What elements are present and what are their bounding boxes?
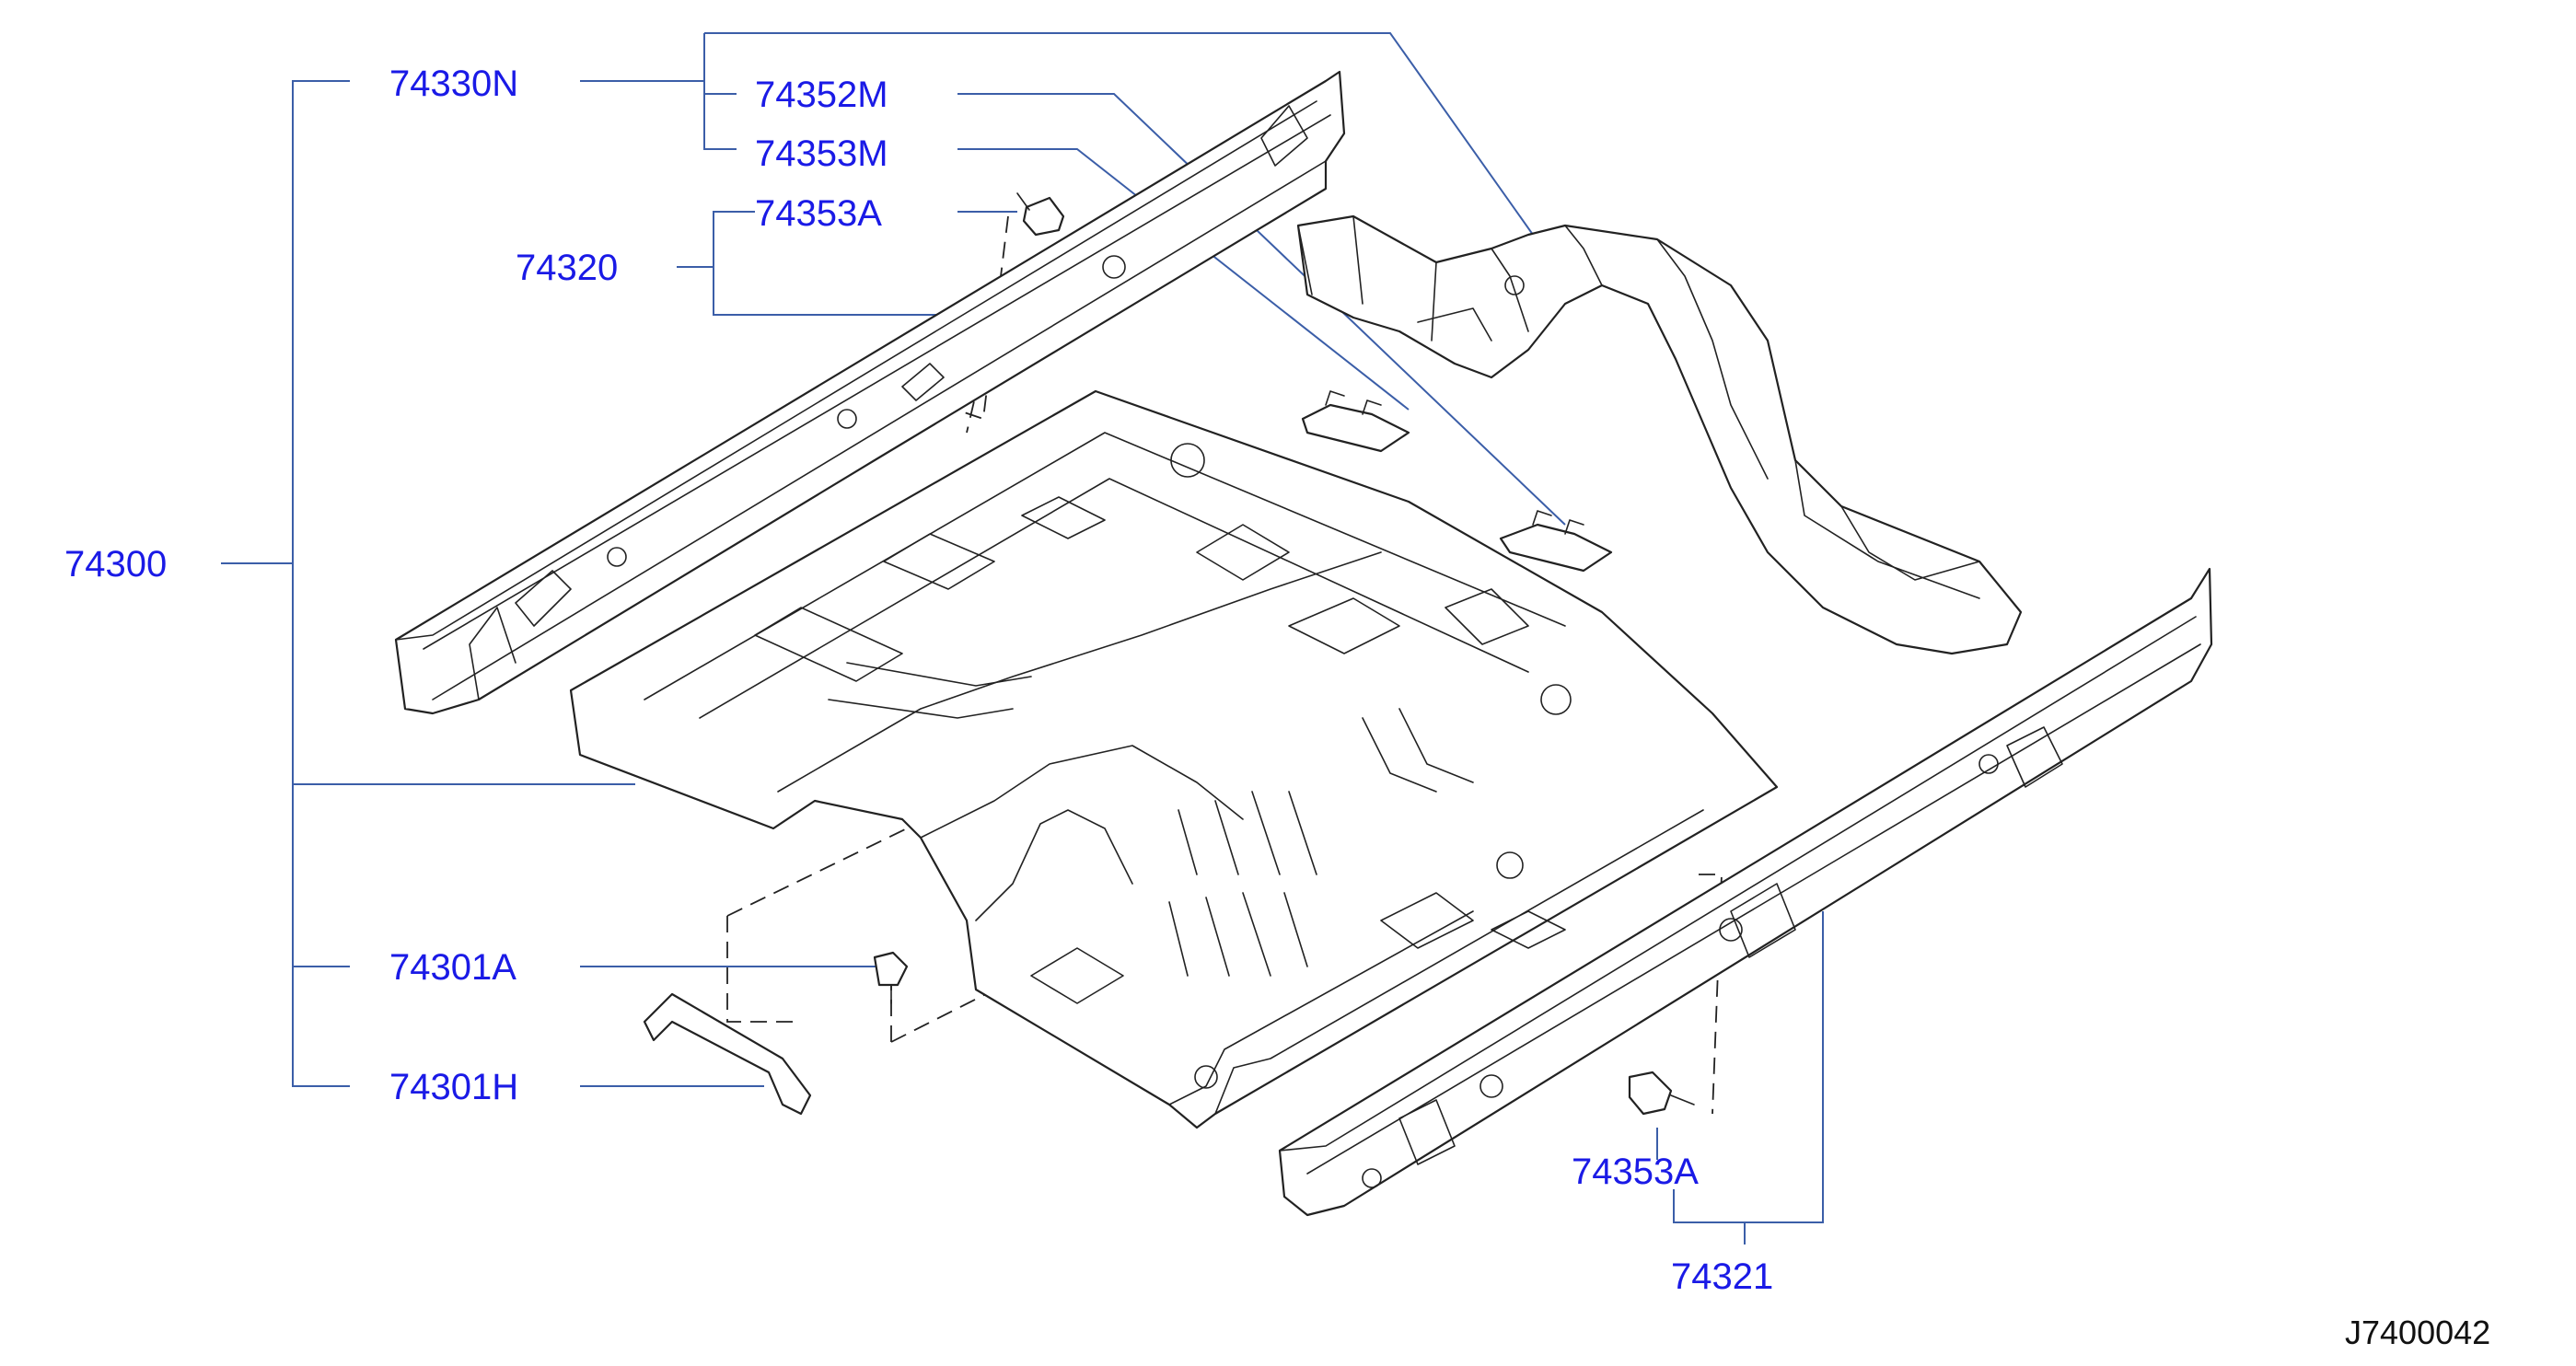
part-labels: 74330N 74352M 74353M 74353A 74320 74300 …: [64, 64, 2490, 1351]
leader-lines: [221, 32, 1824, 1244]
left-side-sill: [394, 70, 1346, 715]
label-74330N: 74330N: [389, 64, 518, 104]
floor-panel: [569, 389, 1779, 1129]
label-74321: 74321: [1671, 1256, 1773, 1297]
label-74353A-top: 74353A: [755, 193, 882, 234]
rear-floor-member: [1296, 214, 2023, 655]
label-74300: 74300: [64, 544, 167, 585]
label-74352M: 74352M: [755, 75, 888, 115]
right-side-sill: [1278, 567, 2213, 1217]
reference-code: J7400042: [2345, 1314, 2490, 1351]
small-brackets: [1301, 390, 1613, 573]
label-74353M: 74353M: [755, 133, 888, 174]
label-74301H: 74301H: [389, 1067, 518, 1107]
label-74301A: 74301A: [389, 947, 516, 988]
label-74353A-bottom: 74353A: [1572, 1152, 1699, 1192]
label-74320: 74320: [516, 248, 618, 288]
small-parts: [643, 192, 1695, 1116]
